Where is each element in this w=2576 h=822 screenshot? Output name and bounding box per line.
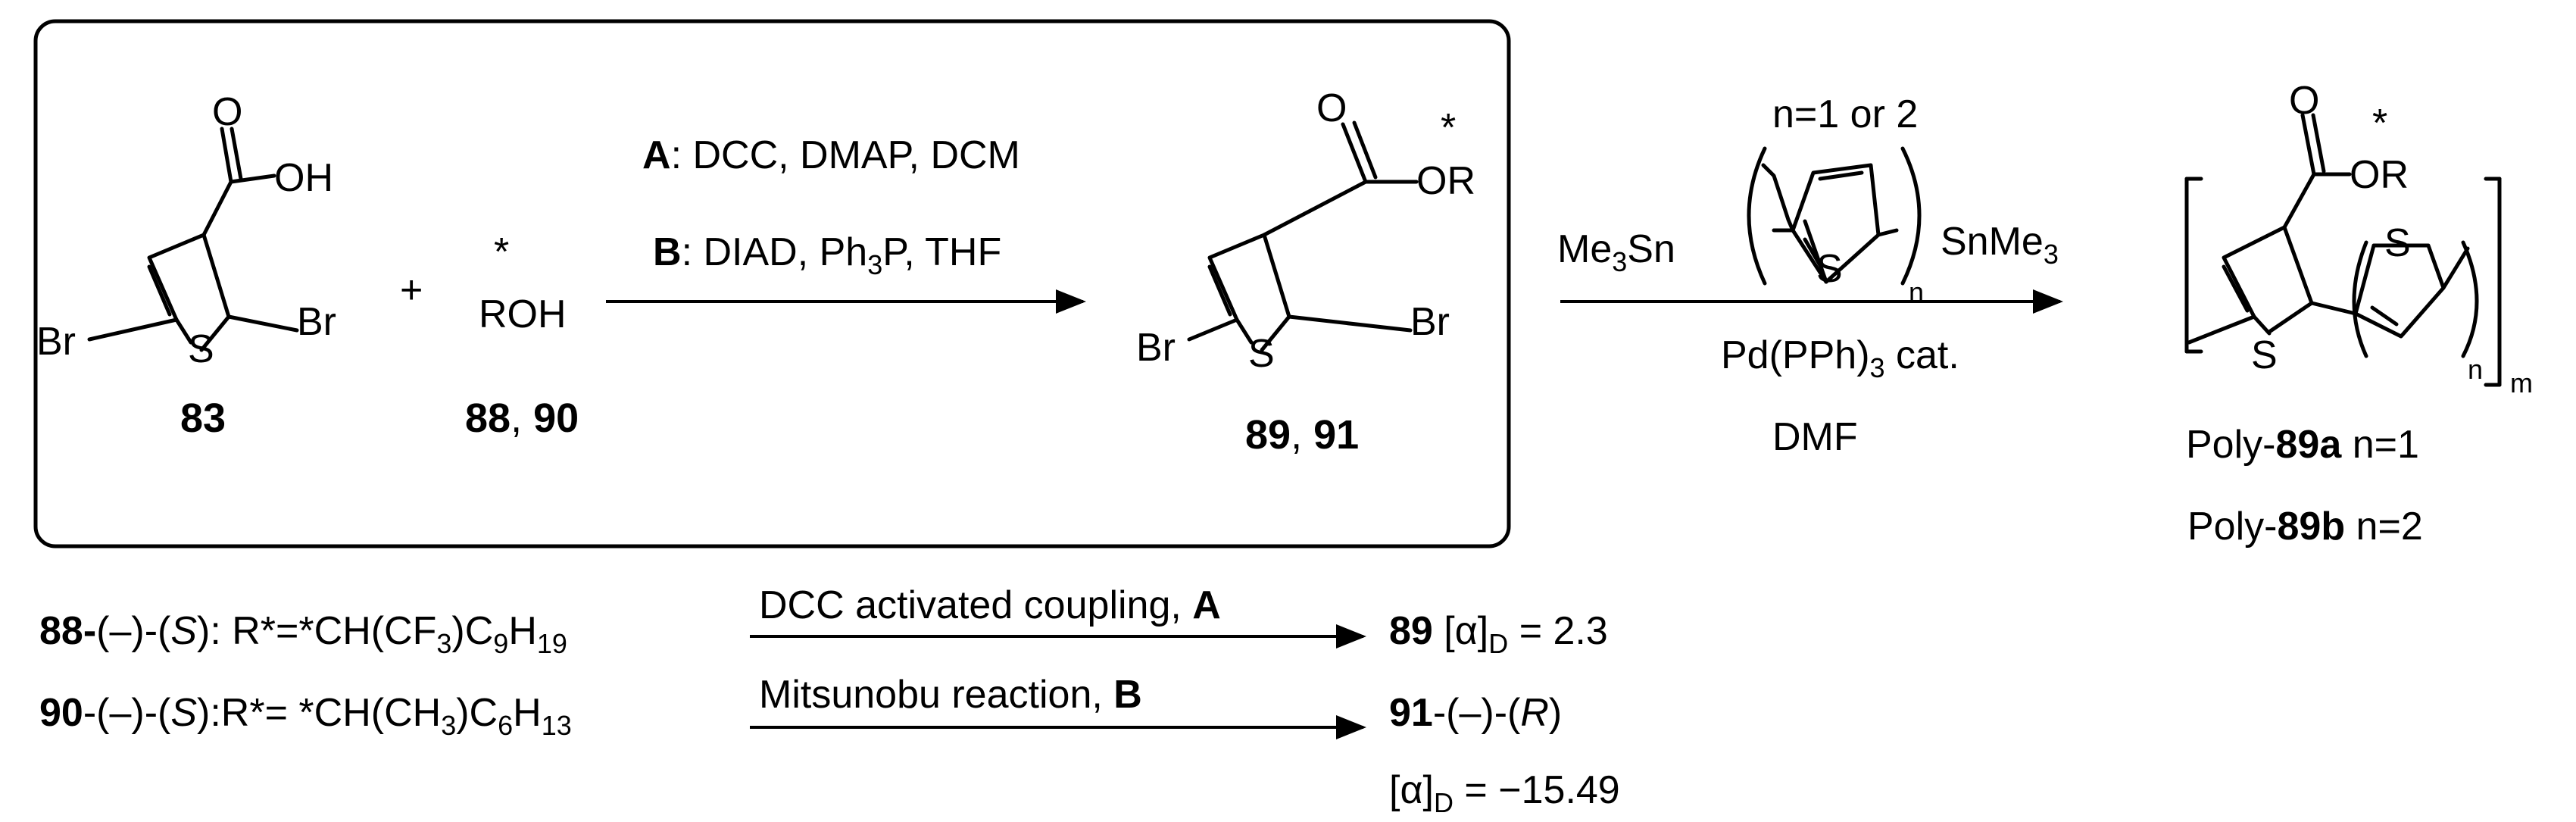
atom-or: OR [1416,159,1475,203]
condition-pd: Pd(PPh)3 cat. [1721,333,1959,383]
compound-83-label: 83 [180,395,226,441]
atom-s-polymer-2: S [2384,221,2411,265]
polymer-structure: S S O OR * n m [2184,79,2533,398]
repeat-m-polymer: m [2510,367,2533,398]
condition-dmf: DMF [1772,415,1858,459]
atom-s-polymer-1: S [2251,333,2278,377]
repeat-n: n [1909,277,1924,308]
note-row-3-rotation: [α]D = −15.49 [1389,768,1620,818]
note-row-1-product: 89 [α]D = 2.3 [1389,609,1608,659]
atom-o-ester: O [1316,86,1347,130]
alcohol-roh: ROH [479,292,567,336]
atom-s-stannane: S [1816,247,1843,291]
trimethylstannyl-right: SnMe3 [1941,220,2059,270]
atom-br-ester-left: Br [1136,326,1176,370]
condition-a: A: DCC, DMAP, DCM [642,133,1020,177]
atom-br-right: Br [297,300,336,344]
chiral-star-polymer: * [2372,102,2387,145]
bis-stannyl-thiophene: S n Me3Sn SnMe3 [1557,146,2059,308]
note-row-2-left: 90-(–)-(S):R*= *CH(CH3)C6H13 [39,691,572,741]
atom-oh: OH [274,156,333,200]
poly-89b-label: Poly-89b n=2 [2187,505,2423,549]
atom-br-left: Br [36,320,76,364]
repeat-n-polymer: n [2468,354,2483,385]
n-choice: n=1 or 2 [1772,92,1918,136]
atom-o-polymer: O [2289,79,2319,123]
chiral-star-ester: * [1441,106,1456,150]
note-row-1-left: 88-(–)-(S): R*=*CH(CF3)C9H19 [39,609,567,659]
atom-o: O [212,90,242,134]
trimethylstannyl-left: Me3Sn [1557,227,1675,277]
condition-b: B: DIAD, Ph3P, THF [653,230,1001,280]
compound-88-90-label: 88, 90 [465,395,579,441]
chiral-star: * [494,230,509,274]
note-row-1-arrow-text: DCC activated coupling, A [759,583,1221,627]
compound-89-91-label: 89, 91 [1245,412,1359,458]
compound-89-91-structure: O OR * Br Br S [1136,86,1475,376]
atom-s: S [188,327,214,371]
plus-sign: + [400,268,423,312]
scheme-frame [33,19,1511,549]
atom-s-ester: S [1248,332,1275,376]
atom-or-polymer: OR [2350,153,2409,197]
note-row-2-product: 91-(–)-(R) [1389,691,1562,735]
note-row-2-arrow-text: Mitsunobu reaction, B [759,673,1142,717]
poly-89a-label: Poly-89a n=1 [2186,423,2419,467]
atom-br-ester-right: Br [1410,300,1450,344]
compound-83-structure: O OH Br Br S [36,90,336,371]
